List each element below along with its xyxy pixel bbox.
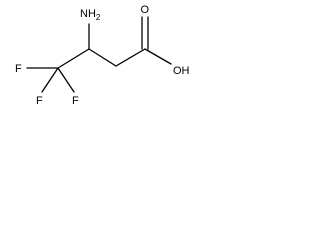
- bond-c4-f-bottom-right: [57, 67, 75, 93]
- bond-c1-oh: [144, 48, 172, 65]
- bond-c3-c2: [88, 48, 117, 67]
- bond-group: [26, 16, 172, 93]
- atom-labels: NH2 O OH F F F: [15, 4, 190, 107]
- atom-label-fluorine-left: F: [15, 63, 22, 75]
- bond-c2-c1: [115, 48, 146, 67]
- chemical-structure-diagram: NH2 O OH F F F: [15, 4, 190, 107]
- atom-label-amine: NH2: [80, 8, 101, 22]
- atom-label-fluorine-bottom-right: F: [72, 95, 79, 107]
- amine-subscript: 2: [96, 13, 101, 22]
- bond-c4-f-bottom-left: [41, 67, 59, 93]
- atom-label-hydroxyl: OH: [173, 65, 190, 77]
- bond-c4-c3: [57, 48, 90, 69]
- atom-label-carbonyl-oxygen: O: [141, 4, 150, 16]
- amine-label: NH: [80, 8, 96, 20]
- atom-label-fluorine-bottom-left: F: [36, 95, 43, 107]
